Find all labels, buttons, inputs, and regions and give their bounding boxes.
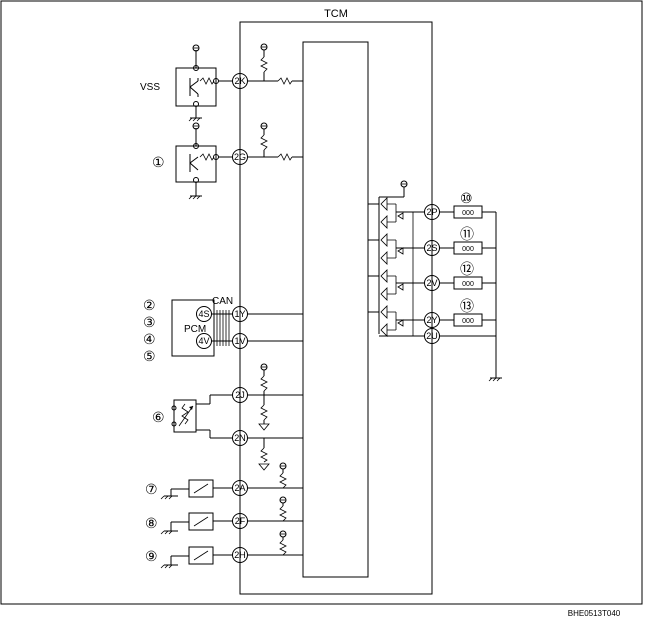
pin-2G: 2G bbox=[232, 149, 248, 165]
callout-10: ⑩ bbox=[460, 190, 473, 206]
svg-text:2U: 2U bbox=[426, 331, 438, 341]
pcm-box bbox=[171, 299, 215, 357]
callout-9: ⑨ bbox=[145, 548, 158, 564]
svg-text:2S: 2S bbox=[426, 243, 437, 253]
solenoid-13-text: 000 bbox=[462, 318, 474, 325]
solenoids: 000 000 000 000 bbox=[440, 205, 502, 382]
solenoid-12-text: 000 bbox=[462, 281, 474, 288]
output-drivers bbox=[368, 180, 424, 337]
callout-5: ⑤ bbox=[143, 348, 156, 364]
tcm-box bbox=[239, 21, 433, 595]
svg-text:2A: 2A bbox=[234, 483, 245, 493]
pcm-label: PCM bbox=[184, 324, 206, 335]
svg-text:2F: 2F bbox=[235, 516, 246, 526]
svg-text:2V: 2V bbox=[426, 278, 437, 288]
svg-text:2K: 2K bbox=[234, 76, 245, 86]
tcm-inner-module bbox=[302, 41, 369, 578]
callout-7: ⑦ bbox=[145, 481, 158, 497]
pullup-2k bbox=[247, 43, 303, 85]
pin-4V: 4V bbox=[196, 333, 212, 349]
callout-8: ⑧ bbox=[145, 515, 158, 531]
pin-2K: 2K bbox=[232, 73, 248, 89]
pin-2Y: 2Y bbox=[424, 312, 440, 328]
callout-3: ③ bbox=[143, 314, 156, 330]
pin-2S: 2S bbox=[424, 240, 440, 256]
callout-2: ② bbox=[143, 297, 156, 313]
can-twisted-pair bbox=[212, 310, 303, 346]
svg-text:1Y: 1Y bbox=[234, 309, 245, 319]
callout-6: ⑥ bbox=[152, 409, 165, 425]
svg-text:2J: 2J bbox=[235, 390, 245, 400]
svg-text:2P: 2P bbox=[426, 207, 437, 217]
pin-2A: 2A bbox=[232, 480, 248, 496]
pin-2V: 2V bbox=[424, 275, 440, 291]
callout-12: ⑫ bbox=[460, 261, 474, 277]
svg-text:4S: 4S bbox=[198, 309, 209, 319]
pin-2U: 2U bbox=[424, 328, 440, 344]
pin-1Y: 1Y bbox=[232, 306, 248, 322]
solenoid-10-text: 000 bbox=[462, 210, 474, 217]
pin-4S: 4S bbox=[196, 306, 212, 322]
pin-2F: 2F bbox=[232, 513, 248, 529]
can-label: CAN bbox=[212, 296, 233, 307]
svg-text:4V: 4V bbox=[198, 336, 209, 346]
pin-2N: 2N bbox=[232, 430, 248, 446]
callout-13: ⑬ bbox=[460, 298, 474, 314]
svg-text:2H: 2H bbox=[234, 550, 246, 560]
svg-text:2N: 2N bbox=[234, 433, 246, 443]
pin-2J: 2J bbox=[232, 387, 248, 403]
switch-8 bbox=[160, 512, 233, 535]
pin-1V: 1V bbox=[232, 333, 248, 349]
switch-9 bbox=[160, 546, 233, 569]
switch-7 bbox=[160, 479, 233, 500]
tcm-title: TCM bbox=[324, 8, 348, 20]
pin-2H: 2H bbox=[232, 547, 248, 563]
svg-text:2G: 2G bbox=[234, 152, 246, 162]
pullup-2g bbox=[247, 122, 303, 161]
solenoid-11-text: 000 bbox=[462, 246, 474, 253]
callout-1: ① bbox=[152, 154, 165, 170]
callout-11: ⑪ bbox=[460, 226, 474, 242]
svg-text:2Y: 2Y bbox=[426, 315, 437, 325]
sensor-1 bbox=[175, 122, 233, 200]
vss-sensor bbox=[175, 44, 233, 122]
pin-2P: 2P bbox=[424, 204, 440, 220]
sensor-6 bbox=[171, 394, 233, 439]
callout-4: ④ bbox=[143, 331, 156, 347]
svg-text:1V: 1V bbox=[234, 336, 245, 346]
pullups-switches bbox=[247, 462, 303, 556]
vss-label: VSS bbox=[140, 82, 160, 93]
pullup-2j-2n bbox=[247, 363, 303, 471]
figure-code: BHE0513T040 bbox=[568, 609, 621, 618]
outer-frame bbox=[0, 0, 643, 605]
